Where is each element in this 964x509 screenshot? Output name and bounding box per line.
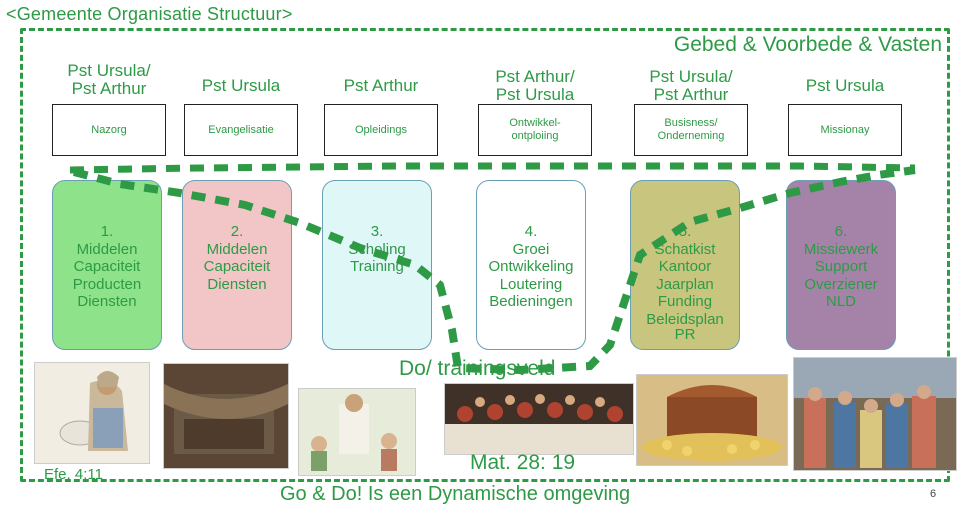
last-supper-photo xyxy=(444,383,634,455)
leader-label-1: Pst Ursula/Pst Arthur xyxy=(44,62,174,98)
department-box-5: Busisness/Onderneming xyxy=(634,104,748,156)
leader-label-4: Pst Arthur/Pst Ursula xyxy=(470,68,600,104)
pillar-line: 2. xyxy=(230,223,244,240)
pillar-line: Capaciteit xyxy=(73,258,141,275)
pillar-line: Producten xyxy=(72,275,142,293)
department-box-2: Evangelisatie xyxy=(184,104,298,156)
apostles-photo xyxy=(793,357,957,471)
verse-left: Efe. 4:11 xyxy=(44,466,103,483)
dashed-frame xyxy=(20,28,950,482)
department-box-4: Ontwikkel-ontploiing xyxy=(478,104,592,156)
leader-line: Pst Ursula xyxy=(495,85,575,104)
dotted-path-line xyxy=(72,166,916,375)
pillar-line: Middelen xyxy=(76,240,138,258)
page-number: 6 xyxy=(930,488,937,500)
leader-line: Pst Ursula/ xyxy=(649,67,733,86)
shepherd-icon xyxy=(35,363,149,463)
jesus-children-photo xyxy=(298,388,416,476)
pillar-line: Bedieningen xyxy=(489,293,573,310)
verse-center: Mat. 28: 19 xyxy=(470,451,576,474)
department-box-6: Missionay xyxy=(788,104,902,156)
leader-line: Pst Arthur xyxy=(71,79,147,98)
pillar-extra-label: PR xyxy=(674,325,696,343)
department-label: Missionay xyxy=(820,123,870,136)
apostles-icon xyxy=(794,358,956,470)
leader-line: Pst Arthur/ xyxy=(495,67,575,86)
leader-label-6: Pst Ursula xyxy=(780,77,910,95)
department-box-3: Opleidings xyxy=(324,104,438,156)
pillar-line: Diensten xyxy=(207,275,267,293)
pillar-line: NLD xyxy=(825,293,856,310)
supper-icon xyxy=(445,384,633,454)
department-label: Ontwikkel-ontploiing xyxy=(509,117,561,142)
pillar-line: Training xyxy=(350,258,404,275)
pillar-line: Overziener xyxy=(804,275,878,293)
leader-label-5: Pst Ursula/Pst Arthur xyxy=(626,68,756,104)
leader-line: Pst Ursula/ xyxy=(67,61,151,80)
page-title: <Gemeente Organisatie Structuur> xyxy=(6,4,293,24)
pillar-line: Jaarplan xyxy=(656,275,714,293)
treasure-chest-photo xyxy=(636,374,788,466)
pillar-line: Missiewerk xyxy=(803,240,879,258)
cloth-icon xyxy=(164,364,288,468)
department-label: Busisness/Onderneming xyxy=(657,117,725,142)
pillar-line: Groei xyxy=(512,240,550,258)
shepherd-photo xyxy=(34,362,150,464)
leader-line: Pst Arthur xyxy=(343,76,419,95)
department-label: Evangelisatie xyxy=(208,123,274,136)
pillar-line: Beleidsplan xyxy=(646,310,724,328)
pillar-line: Schatkist xyxy=(654,240,716,258)
pillar-line: Kantoor xyxy=(658,258,712,275)
pillar-line: 1. xyxy=(100,223,114,240)
department-box-1: Nazorg xyxy=(52,104,166,156)
leader-line: Pst Arthur xyxy=(653,85,729,104)
pillar-line: Capaciteit xyxy=(203,258,271,275)
pillar-line: 3. xyxy=(370,223,384,240)
pillar-line: Support xyxy=(814,258,868,275)
pillar-line: 4. xyxy=(524,223,538,240)
leader-line: Pst Ursula xyxy=(201,76,281,95)
footer-text: Go & Do! Is een Dynamische omgeving xyxy=(280,483,631,505)
leader-label-2: Pst Ursula xyxy=(176,77,306,95)
teaching-icon xyxy=(299,389,415,475)
pillar-line: Middelen xyxy=(206,240,268,258)
lane-label: Do/ trainingsveld xyxy=(399,357,556,380)
pillar-line: Ontwikkeling xyxy=(488,258,574,275)
prayer-banner: Gebed & Voorbede & Vasten xyxy=(673,33,942,56)
department-label: Opleidings xyxy=(355,123,407,136)
pillar-line: Loutering xyxy=(499,275,563,293)
treasure-icon xyxy=(637,375,787,465)
department-label: Nazorg xyxy=(91,123,127,136)
leader-line: Pst Ursula xyxy=(805,76,885,95)
leader-label-3: Pst Arthur xyxy=(316,77,446,95)
pillar-line: Diensten xyxy=(77,293,137,310)
clothing-photo xyxy=(163,363,289,469)
pillar-line: Funding xyxy=(657,293,713,310)
pillar-line: 6. xyxy=(834,223,848,240)
dotted-top-line xyxy=(69,162,916,174)
